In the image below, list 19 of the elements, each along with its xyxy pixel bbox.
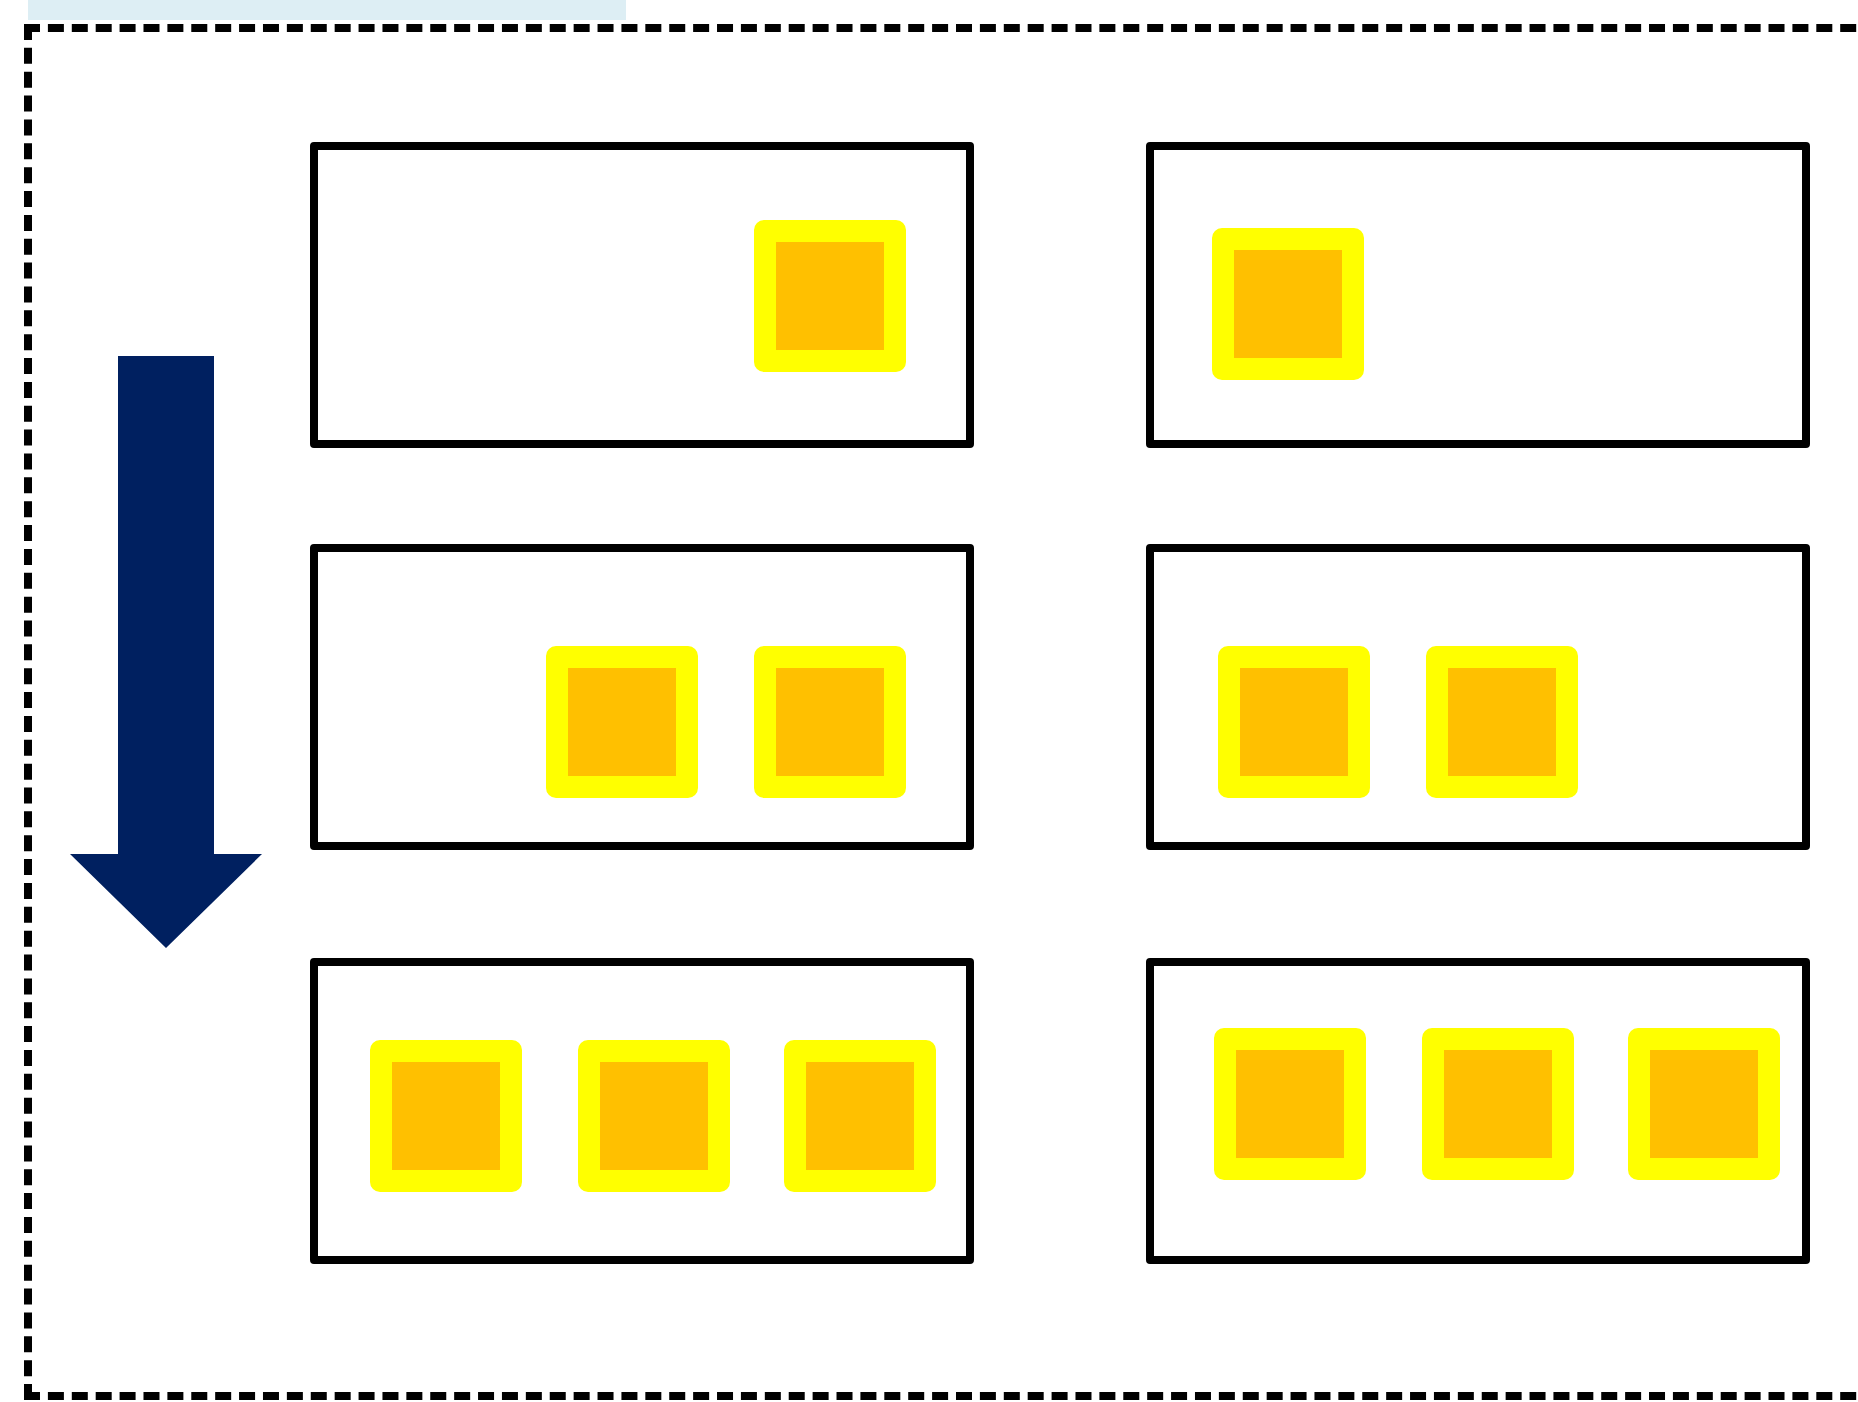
outlined-box	[1146, 958, 1810, 1264]
outlined-box	[1146, 544, 1810, 850]
square-block	[1212, 228, 1364, 380]
outlined-box	[310, 142, 974, 448]
square-block	[1422, 1028, 1574, 1180]
square-block	[784, 1040, 936, 1192]
square-block	[1628, 1028, 1780, 1180]
dashed-frame	[24, 24, 1858, 1400]
outlined-box	[310, 544, 974, 850]
square-block	[754, 646, 906, 798]
square-block	[1214, 1028, 1366, 1180]
outlined-box	[310, 958, 974, 1264]
square-block	[1218, 646, 1370, 798]
square-block	[578, 1040, 730, 1192]
square-block	[754, 220, 906, 372]
square-block	[370, 1040, 522, 1192]
square-block	[1426, 646, 1578, 798]
square-block	[546, 646, 698, 798]
outlined-box	[1146, 142, 1810, 448]
